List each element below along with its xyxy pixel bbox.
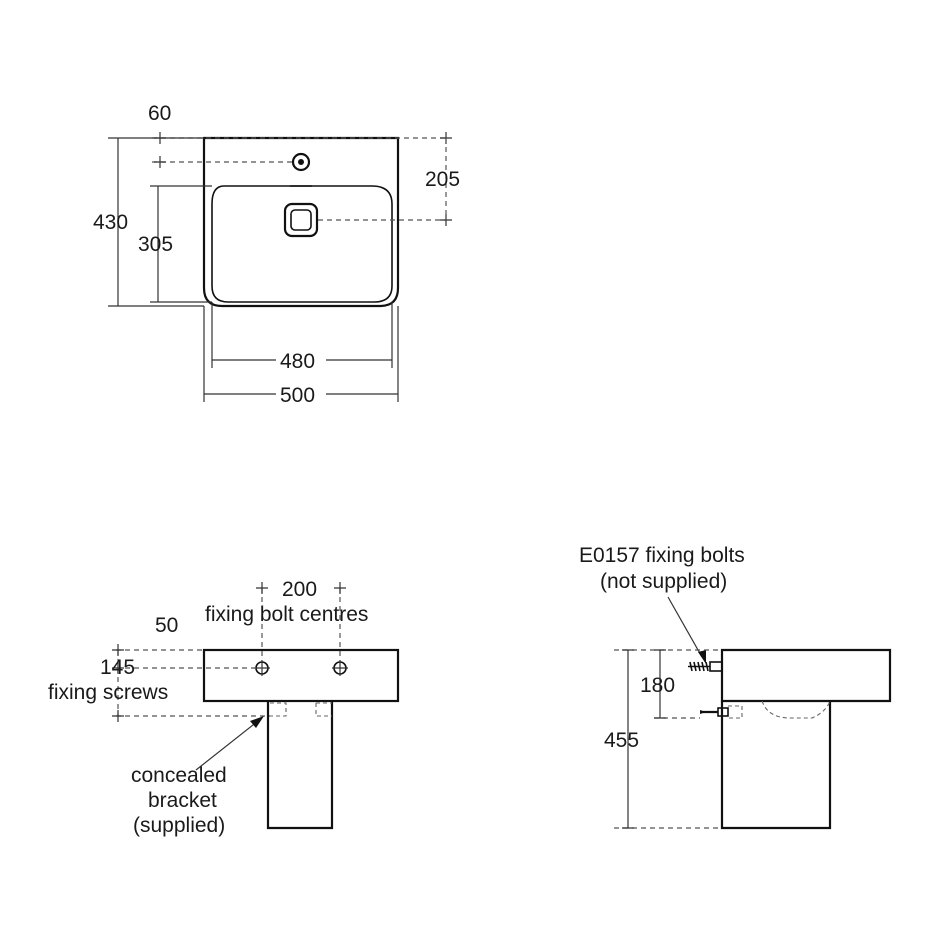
dim-200-label: 200 [282, 578, 317, 601]
front-view: 200 fixing bolt centres 50 145 fixing sc… [48, 578, 400, 837]
dim-305-label: 305 [138, 233, 173, 256]
concealed-bracket-shape [270, 702, 332, 717]
dim-205-label: 205 [425, 168, 460, 191]
dim-145-label: 145 [100, 656, 135, 679]
dim-180-label: 180 [640, 674, 675, 697]
bracket-label-line2: bracket [148, 789, 217, 812]
fixing-screws-label: fixing screws [48, 681, 168, 704]
fixing-bolts-label-line2: (not supplied) [600, 570, 727, 593]
tap-hole [291, 152, 311, 172]
side-view: E0157 fixing bolts (not supplied) 180 45… [579, 544, 892, 830]
lower-fixing-bolt [700, 707, 729, 717]
top-view: 60 205 430 305 480 500 [93, 102, 460, 407]
upper-fixing-bolt [688, 661, 723, 672]
bowl-outline [211, 185, 393, 303]
front-pedestal [266, 701, 334, 830]
dim-430-label: 430 [93, 211, 128, 234]
tap-hole-centre [298, 159, 304, 165]
side-basin [720, 648, 892, 703]
dim-50-label: 50 [155, 614, 178, 637]
dim-455-label: 455 [604, 729, 639, 752]
bolt-centres-label: fixing bolt centres [205, 603, 368, 626]
front-basin [202, 648, 400, 703]
waste-outlet [283, 202, 319, 238]
basin-outline [202, 136, 400, 308]
side-pedestal [720, 701, 832, 830]
fixing-bolts-label-line1: E0157 fixing bolts [579, 544, 745, 567]
dim-500-label: 500 [280, 384, 315, 407]
bracket-label-line1: concealed [131, 764, 227, 787]
dim-480-label: 480 [280, 350, 315, 373]
bracket-label-line3: (supplied) [133, 814, 225, 837]
dim-60-label: 60 [148, 102, 171, 125]
